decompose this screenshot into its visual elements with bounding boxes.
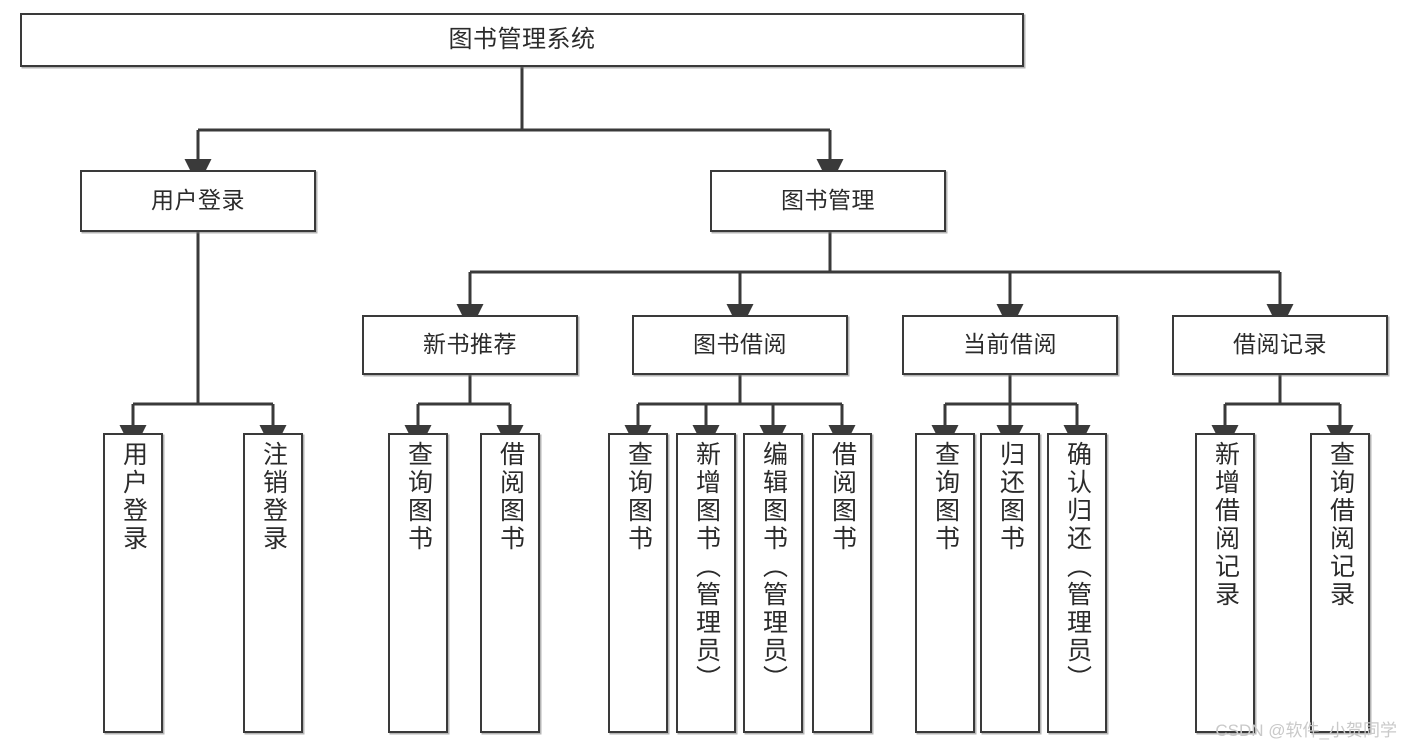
node-label: 查询图书 (931, 441, 960, 553)
node-root-system[interactable]: 图书管理系统 (20, 13, 1024, 67)
node-label: 借阅记录 (1233, 331, 1327, 358)
node-label: 图书管理 (781, 187, 875, 214)
leaf-query-book-borrow[interactable]: 查询图书 (608, 433, 668, 733)
leaf-user-login[interactable]: 用户登录 (103, 433, 163, 733)
node-label: 新增图书（管理员） (692, 441, 721, 693)
node-book-management[interactable]: 图书管理 (710, 170, 946, 232)
node-label: 查询借阅记录 (1326, 441, 1355, 609)
node-label: 查询图书 (624, 441, 653, 553)
node-label: 当前借阅 (963, 331, 1057, 358)
leaf-add-book-admin[interactable]: 新增图书（管理员） (676, 433, 736, 733)
node-label: 新书推荐 (423, 331, 517, 358)
leaf-query-book-current[interactable]: 查询图书 (915, 433, 975, 733)
node-label: 借阅图书 (828, 441, 857, 553)
node-label: 图书管理系统 (448, 25, 596, 53)
leaf-return-book[interactable]: 归还图书 (980, 433, 1040, 733)
node-user-login[interactable]: 用户登录 (80, 170, 316, 232)
node-label: 借阅图书 (496, 441, 525, 553)
node-label: 用户登录 (151, 187, 245, 214)
node-label: 用户登录 (119, 441, 148, 553)
node-borrow-record[interactable]: 借阅记录 (1172, 315, 1388, 375)
leaf-edit-book-admin[interactable]: 编辑图书（管理员） (743, 433, 803, 733)
leaf-query-book-recommend[interactable]: 查询图书 (388, 433, 448, 733)
node-label: 查询图书 (404, 441, 433, 553)
leaf-query-borrow-record[interactable]: 查询借阅记录 (1310, 433, 1370, 733)
leaf-confirm-return-admin[interactable]: 确认归还（管理员） (1047, 433, 1107, 733)
csdn-watermark: CSDN @软件_小贺同学 (1215, 721, 1397, 740)
node-label: 归还图书 (996, 441, 1025, 553)
node-book-borrow[interactable]: 图书借阅 (632, 315, 848, 375)
leaf-borrow-book-recommend[interactable]: 借阅图书 (480, 433, 540, 733)
leaf-add-borrow-record[interactable]: 新增借阅记录 (1195, 433, 1255, 733)
leaf-logout[interactable]: 注销登录 (243, 433, 303, 733)
node-label: 新增借阅记录 (1211, 441, 1240, 609)
node-label: 图书借阅 (693, 331, 787, 358)
node-label: 注销登录 (259, 441, 288, 553)
node-current-borrow[interactable]: 当前借阅 (902, 315, 1118, 375)
node-label: 确认归还（管理员） (1063, 441, 1092, 693)
leaf-borrow-book[interactable]: 借阅图书 (812, 433, 872, 733)
node-new-book-recommend[interactable]: 新书推荐 (362, 315, 578, 375)
node-label: 编辑图书（管理员） (759, 441, 788, 693)
